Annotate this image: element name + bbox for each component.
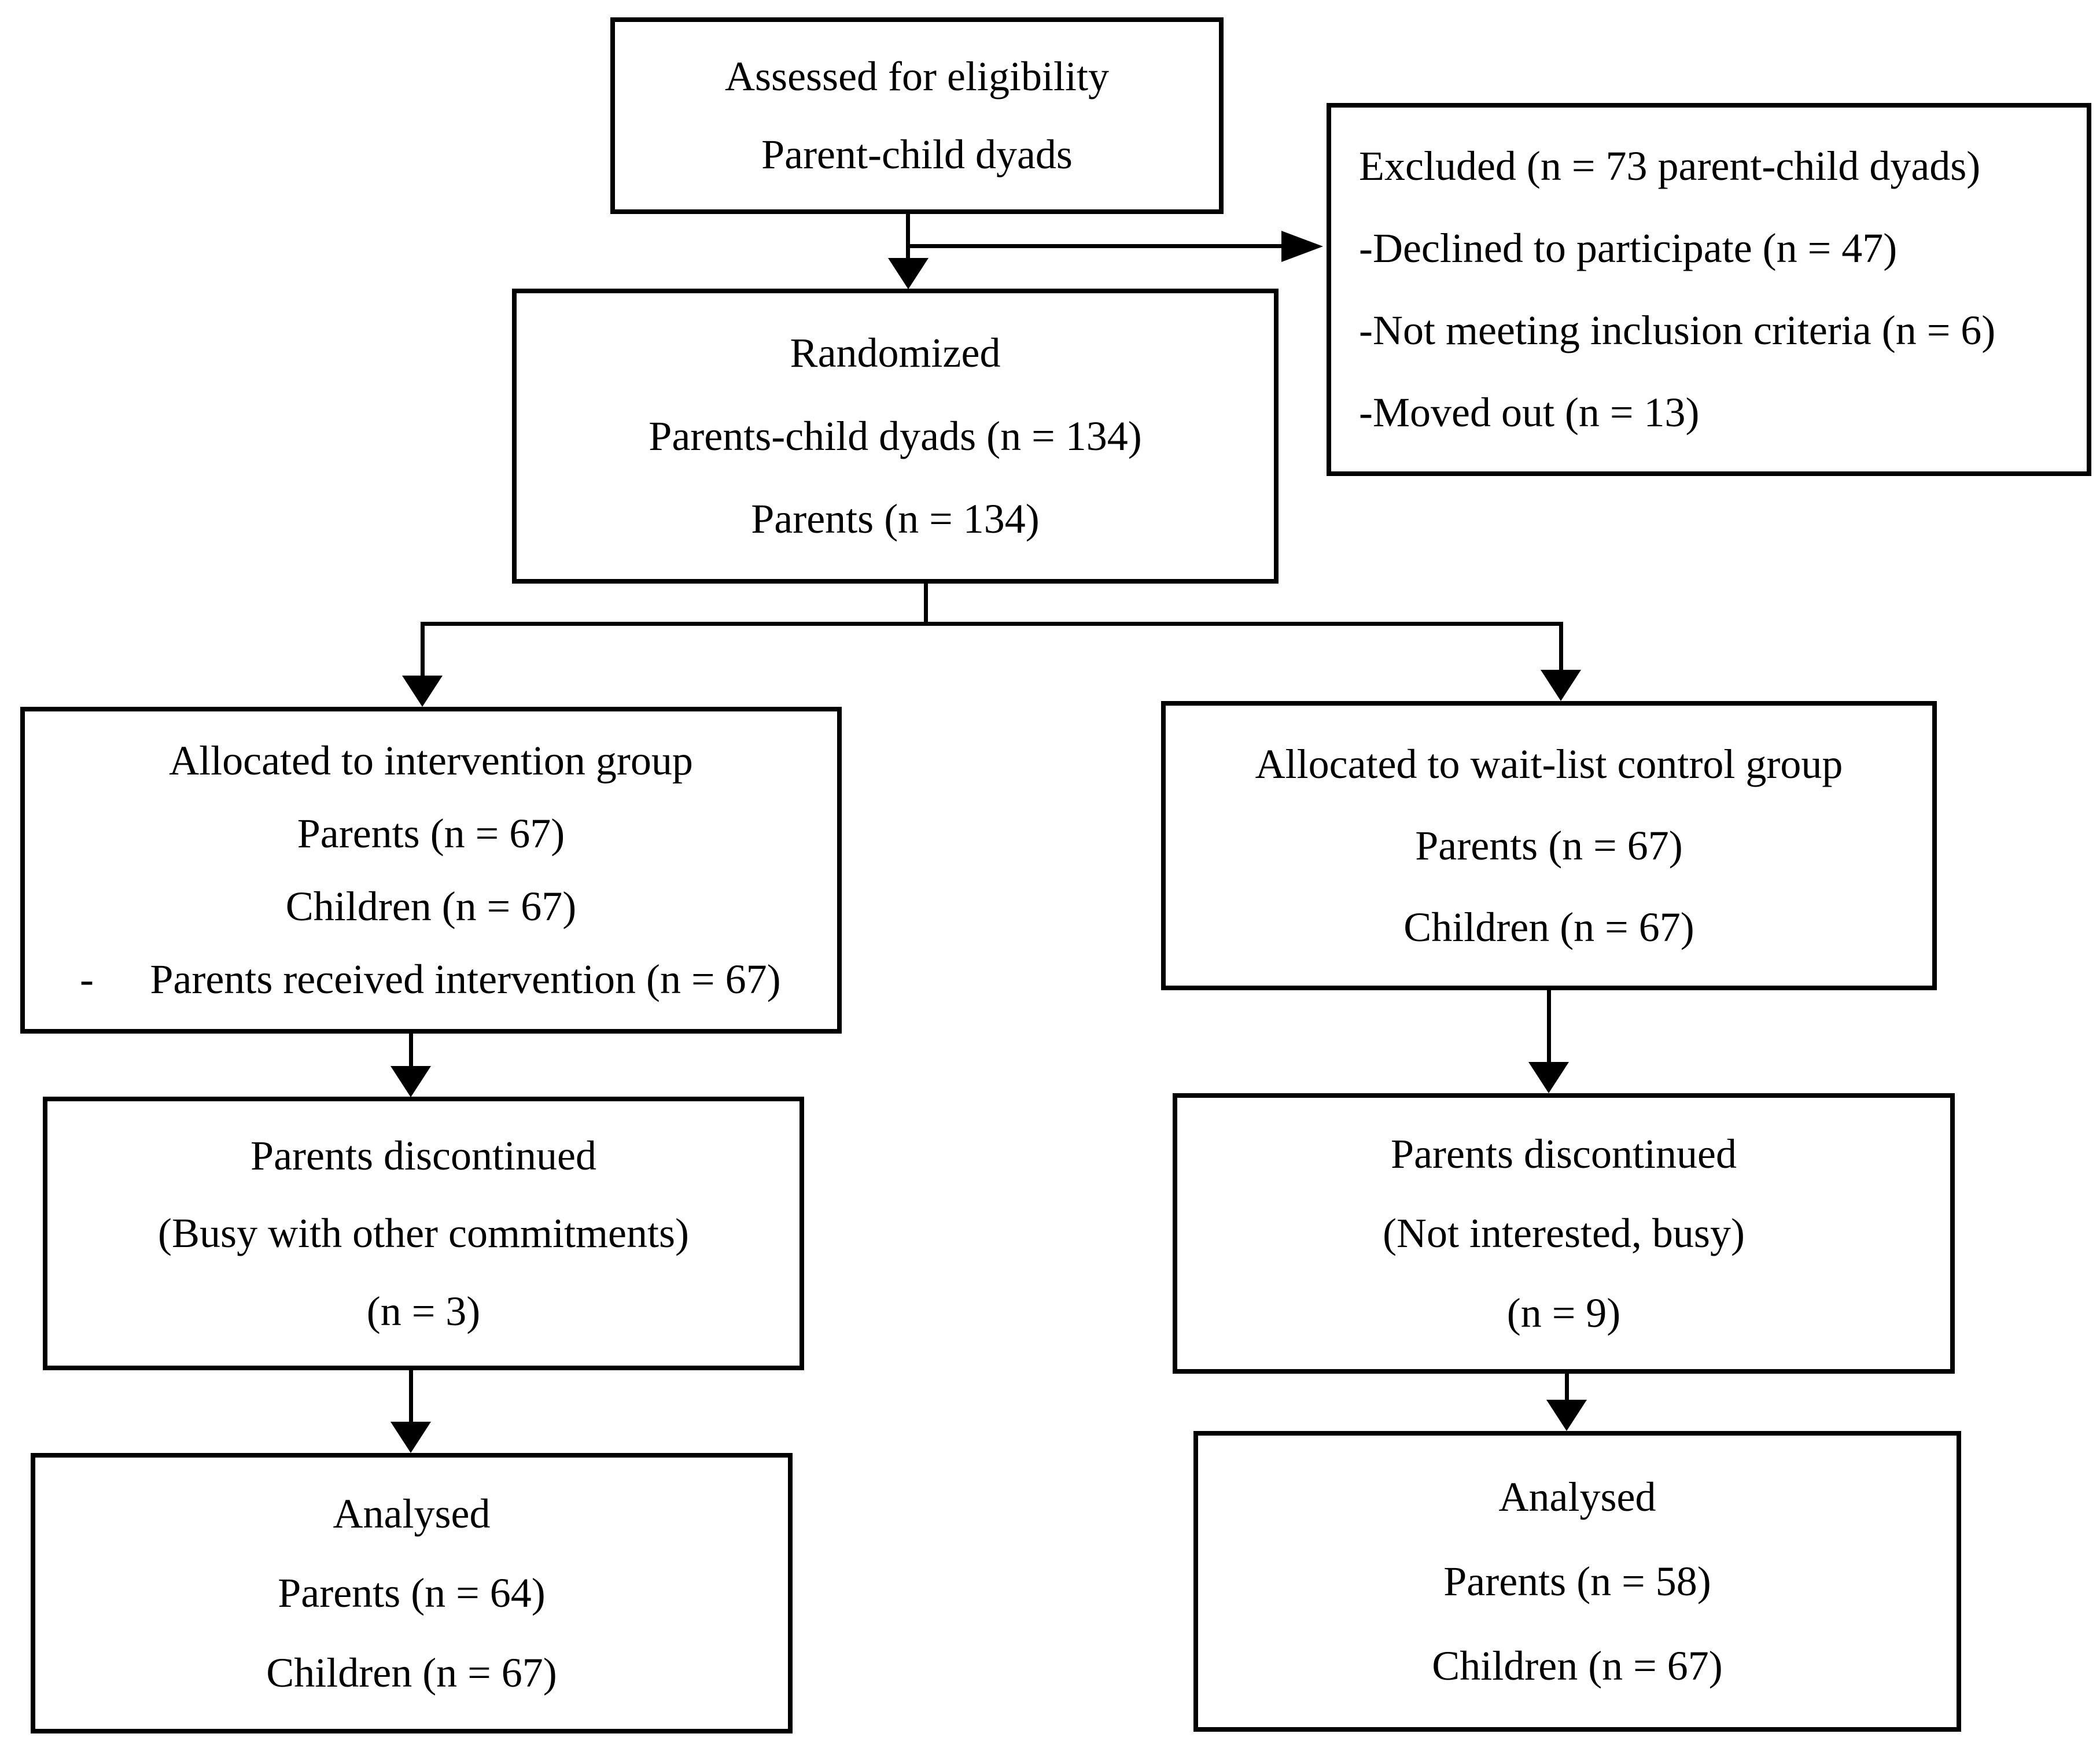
box-line: Parents (n = 67) (297, 810, 565, 857)
box-discontinued-intervention: Parents discontinued (Busy with other co… (43, 1097, 804, 1370)
connector-control-to-discontinued (1547, 990, 1551, 1063)
box-line: Analysed (1498, 1473, 1656, 1520)
box-line: Randomized (790, 330, 1001, 377)
connector-discontinued-to-analysed-left (409, 1370, 413, 1423)
arrowhead-down-icon (402, 676, 443, 707)
box-allocated-waitlist-control: Allocated to wait-list control group Par… (1161, 701, 1937, 990)
box-line: -Moved out (n = 13) (1359, 389, 1700, 436)
connector-discontinued-to-analysed-right (1565, 1374, 1569, 1401)
arrowhead-down-icon (888, 258, 929, 289)
box-line: Parents (n = 58) (1443, 1558, 1711, 1604)
box-line: Allocated to intervention group (169, 737, 693, 784)
box-line: Allocated to wait-list control group (1255, 740, 1843, 787)
box-line-bullet: - Parents received intervention (n = 67) (25, 956, 837, 1003)
box-line: Children (n = 67) (285, 883, 577, 930)
box-line: (n = 9) (1506, 1289, 1621, 1336)
box-randomized: Randomized Parents-child dyads (n = 134)… (512, 289, 1279, 584)
arrowhead-right-icon (1281, 231, 1323, 262)
connector-randomized-to-branch (924, 584, 928, 623)
bullet-text: Parents received intervention (n = 67) (150, 956, 781, 1003)
connector-branch-to-intervention (421, 626, 425, 677)
branch-line (421, 622, 1563, 626)
box-line: Children (n = 67) (266, 1649, 557, 1696)
box-line: (Not interested, busy) (1383, 1210, 1745, 1257)
box-line: Analysed (333, 1490, 491, 1537)
box-line: Parents discontinued (1391, 1130, 1737, 1177)
box-assessed-for-eligibility: Assessed for eligibility Parent-child dy… (610, 17, 1224, 214)
box-discontinued-control: Parents discontinued (Not interested, bu… (1173, 1093, 1955, 1374)
box-line: -Not meeting inclusion criteria (n = 6) (1359, 307, 1996, 354)
arrowhead-down-icon (1541, 670, 1581, 701)
box-line: Children (n = 67) (1403, 903, 1694, 950)
box-analysed-control: Analysed Parents (n = 58) Children (n = … (1193, 1431, 1961, 1732)
box-line: Parents (n = 64) (278, 1570, 546, 1617)
box-line: Parents (n = 67) (1415, 822, 1683, 869)
box-allocated-intervention: Allocated to intervention group Parents … (20, 707, 842, 1034)
box-excluded: Excluded (n = 73 parent-child dyads) -De… (1327, 103, 2091, 476)
arrowhead-down-icon (1546, 1400, 1587, 1431)
arrowhead-down-icon (390, 1066, 431, 1097)
box-line: Parents-child dyads (n = 134) (649, 412, 1142, 459)
box-line: (Busy with other commitments) (158, 1210, 689, 1257)
connector-assessed-to-randomized (906, 214, 910, 258)
box-line: (n = 3) (366, 1288, 481, 1334)
box-line: Parent-child dyads (761, 131, 1073, 178)
connector-intervention-to-discontinued (409, 1034, 413, 1067)
bullet-dash: - (80, 956, 94, 1003)
box-line: -Declined to participate (n = 47) (1359, 225, 1898, 272)
box-line: Parents discontinued (250, 1132, 596, 1179)
connector-branch-to-control (1559, 626, 1563, 671)
arrowhead-down-icon (1528, 1062, 1569, 1093)
arrowhead-down-icon (390, 1422, 431, 1453)
box-line: Parents (n = 134) (751, 496, 1040, 543)
box-analysed-intervention: Analysed Parents (n = 64) Children (n = … (31, 1453, 793, 1733)
box-line: Children (n = 67) (1432, 1642, 1723, 1689)
connector-assessed-to-excluded (908, 244, 1281, 248)
box-line: Assessed for eligibility (725, 53, 1109, 100)
box-line: Excluded (n = 73 parent-child dyads) (1359, 143, 1981, 190)
